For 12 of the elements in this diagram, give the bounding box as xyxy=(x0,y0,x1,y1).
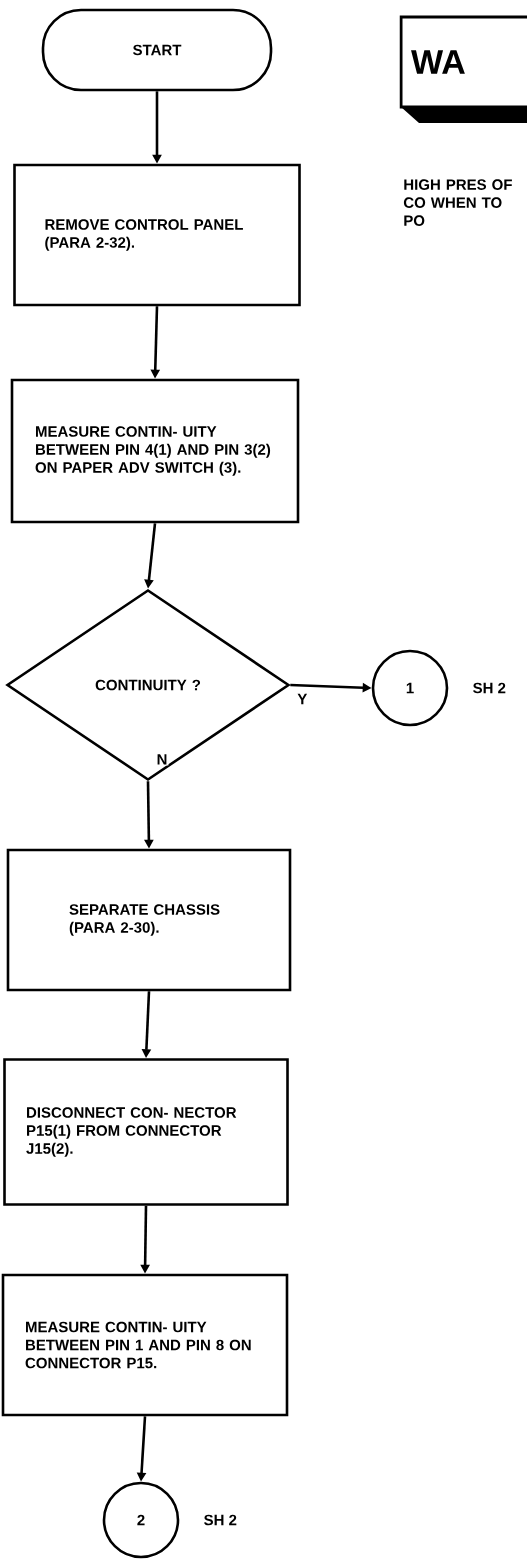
sheet-reference: SH 2 xyxy=(204,1514,237,1526)
edge-label: N xyxy=(155,753,169,766)
edge-label: Y xyxy=(296,692,309,706)
process-box: SEPARATE CHASSIS (PARA 2-30). xyxy=(6,848,292,992)
warning-box: WA xyxy=(399,15,527,123)
sheet-reference: SH 2 xyxy=(473,682,506,694)
process-box: DISCONNECT CON- NECTOR P15(1) FROM CONNECTOR J15(2). xyxy=(3,1058,289,1206)
warning-text: HIGH PRES OF CO WHEN TO PO xyxy=(403,179,512,226)
process-box: MEASURE CONTIN- UITY BETWEEN PIN 1 AND PIN 8 ON CONNECTOR P15. xyxy=(1,1273,289,1417)
process-box: REMOVE CONTROL PANEL (PARA 2-32). xyxy=(13,163,301,307)
start-terminator: START xyxy=(41,8,273,92)
process-box: MEASURE CONTIN- UITY BETWEEN PIN 4(1) AND PIN 3(2) ON PAPER ADV SWITCH (3). xyxy=(10,378,300,524)
